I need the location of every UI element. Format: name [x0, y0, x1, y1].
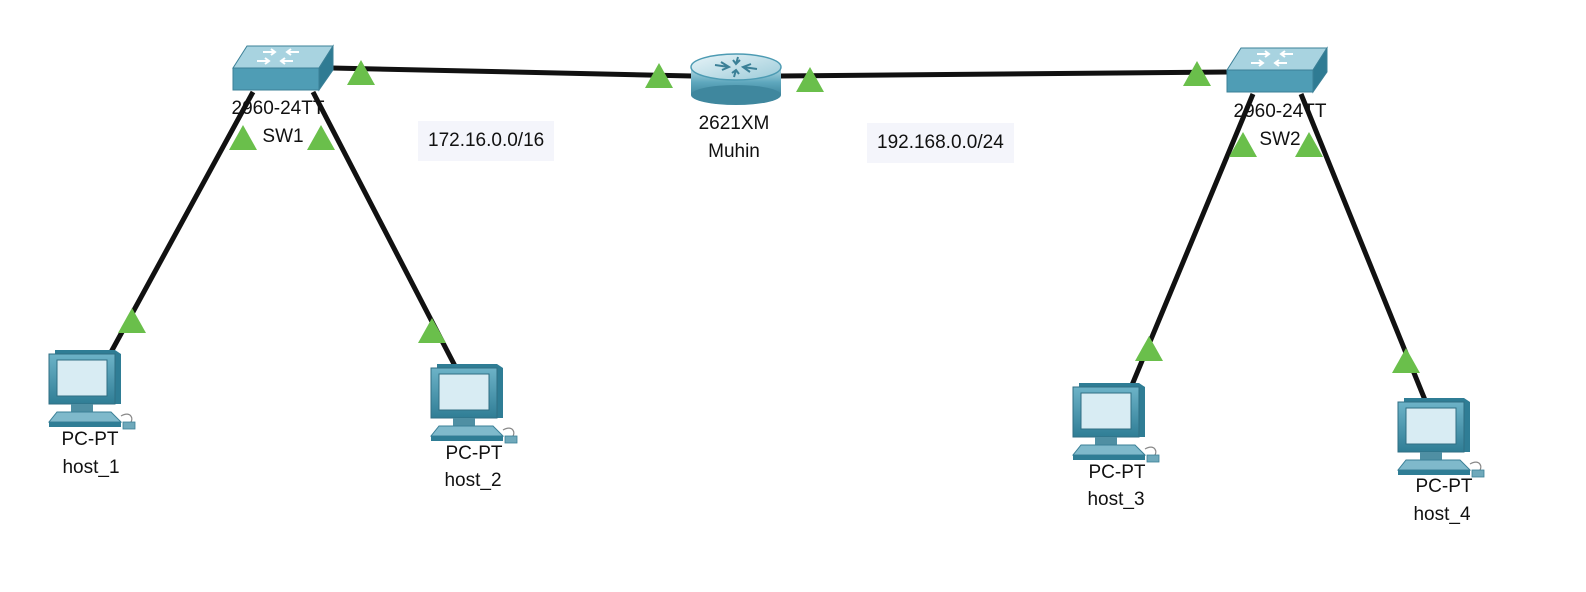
sw2-model-label: 2960-24TT: [1233, 101, 1327, 122]
sw1-name-label: SW1: [262, 126, 304, 147]
host4-model-label: PC-PT: [1415, 476, 1473, 497]
link-sw2-host3[interactable]: [1129, 93, 1256, 386]
link-up-indicator-sw2-host3-b: [1135, 336, 1163, 361]
link-up-indicator-sw1-host1-b: [118, 308, 146, 333]
pc-host4-icon[interactable]: [1397, 397, 1485, 478]
sw1-model-label: 2960-24TT: [231, 98, 325, 119]
link-up-indicator-sw2-host3-a: [1229, 132, 1257, 157]
pc-host2-icon[interactable]: [430, 363, 518, 444]
host3-model-label: PC-PT: [1088, 462, 1146, 483]
link-up-indicator-sw1-router-a: [347, 60, 375, 85]
link-status-markers: [118, 60, 1420, 373]
host3-name-label: host_3: [1087, 489, 1145, 510]
link-up-indicator-router-sw2-a: [796, 67, 824, 92]
host1-model-label: PC-PT: [61, 429, 119, 450]
link-up-indicator-sw1-host2-a: [307, 125, 335, 150]
link-up-indicator-sw2-host4-b: [1392, 348, 1420, 373]
link-sw1-host1[interactable]: [107, 90, 256, 356]
switch-sw1-icon[interactable]: [232, 45, 334, 91]
link-sw1-router[interactable]: [331, 65, 693, 79]
link-router-sw2[interactable]: [780, 69, 1229, 79]
link-up-indicator-router-sw2-b: [1183, 61, 1211, 86]
router-model-label: 2621XM: [698, 113, 770, 134]
link-up-indicator-sw2-host4-a: [1295, 132, 1323, 157]
router-muhin-icon[interactable]: [690, 53, 782, 106]
switch-sw2-icon[interactable]: [1226, 47, 1328, 93]
pc-host1-icon[interactable]: [48, 349, 136, 430]
network-note-right[interactable]: 192.168.0.0/24: [867, 123, 1014, 163]
host2-name-label: host_2: [444, 470, 502, 491]
host4-name-label: host_4: [1413, 504, 1471, 525]
pc-host3-icon[interactable]: [1072, 382, 1160, 463]
host2-model-label: PC-PT: [445, 443, 503, 464]
router-name-label: Muhin: [708, 141, 760, 162]
link-up-indicator-sw1-router-b: [645, 63, 673, 88]
link-up-indicator-sw1-host1-a: [229, 125, 257, 150]
sw2-name-label: SW2: [1259, 129, 1301, 150]
links-layer: [107, 65, 1428, 401]
host1-name-label: host_1: [62, 457, 120, 478]
link-sw2-host4[interactable]: [1298, 93, 1428, 401]
link-up-indicator-sw1-host2-b: [418, 318, 446, 343]
network-note-left[interactable]: 172.16.0.0/16: [418, 121, 555, 161]
